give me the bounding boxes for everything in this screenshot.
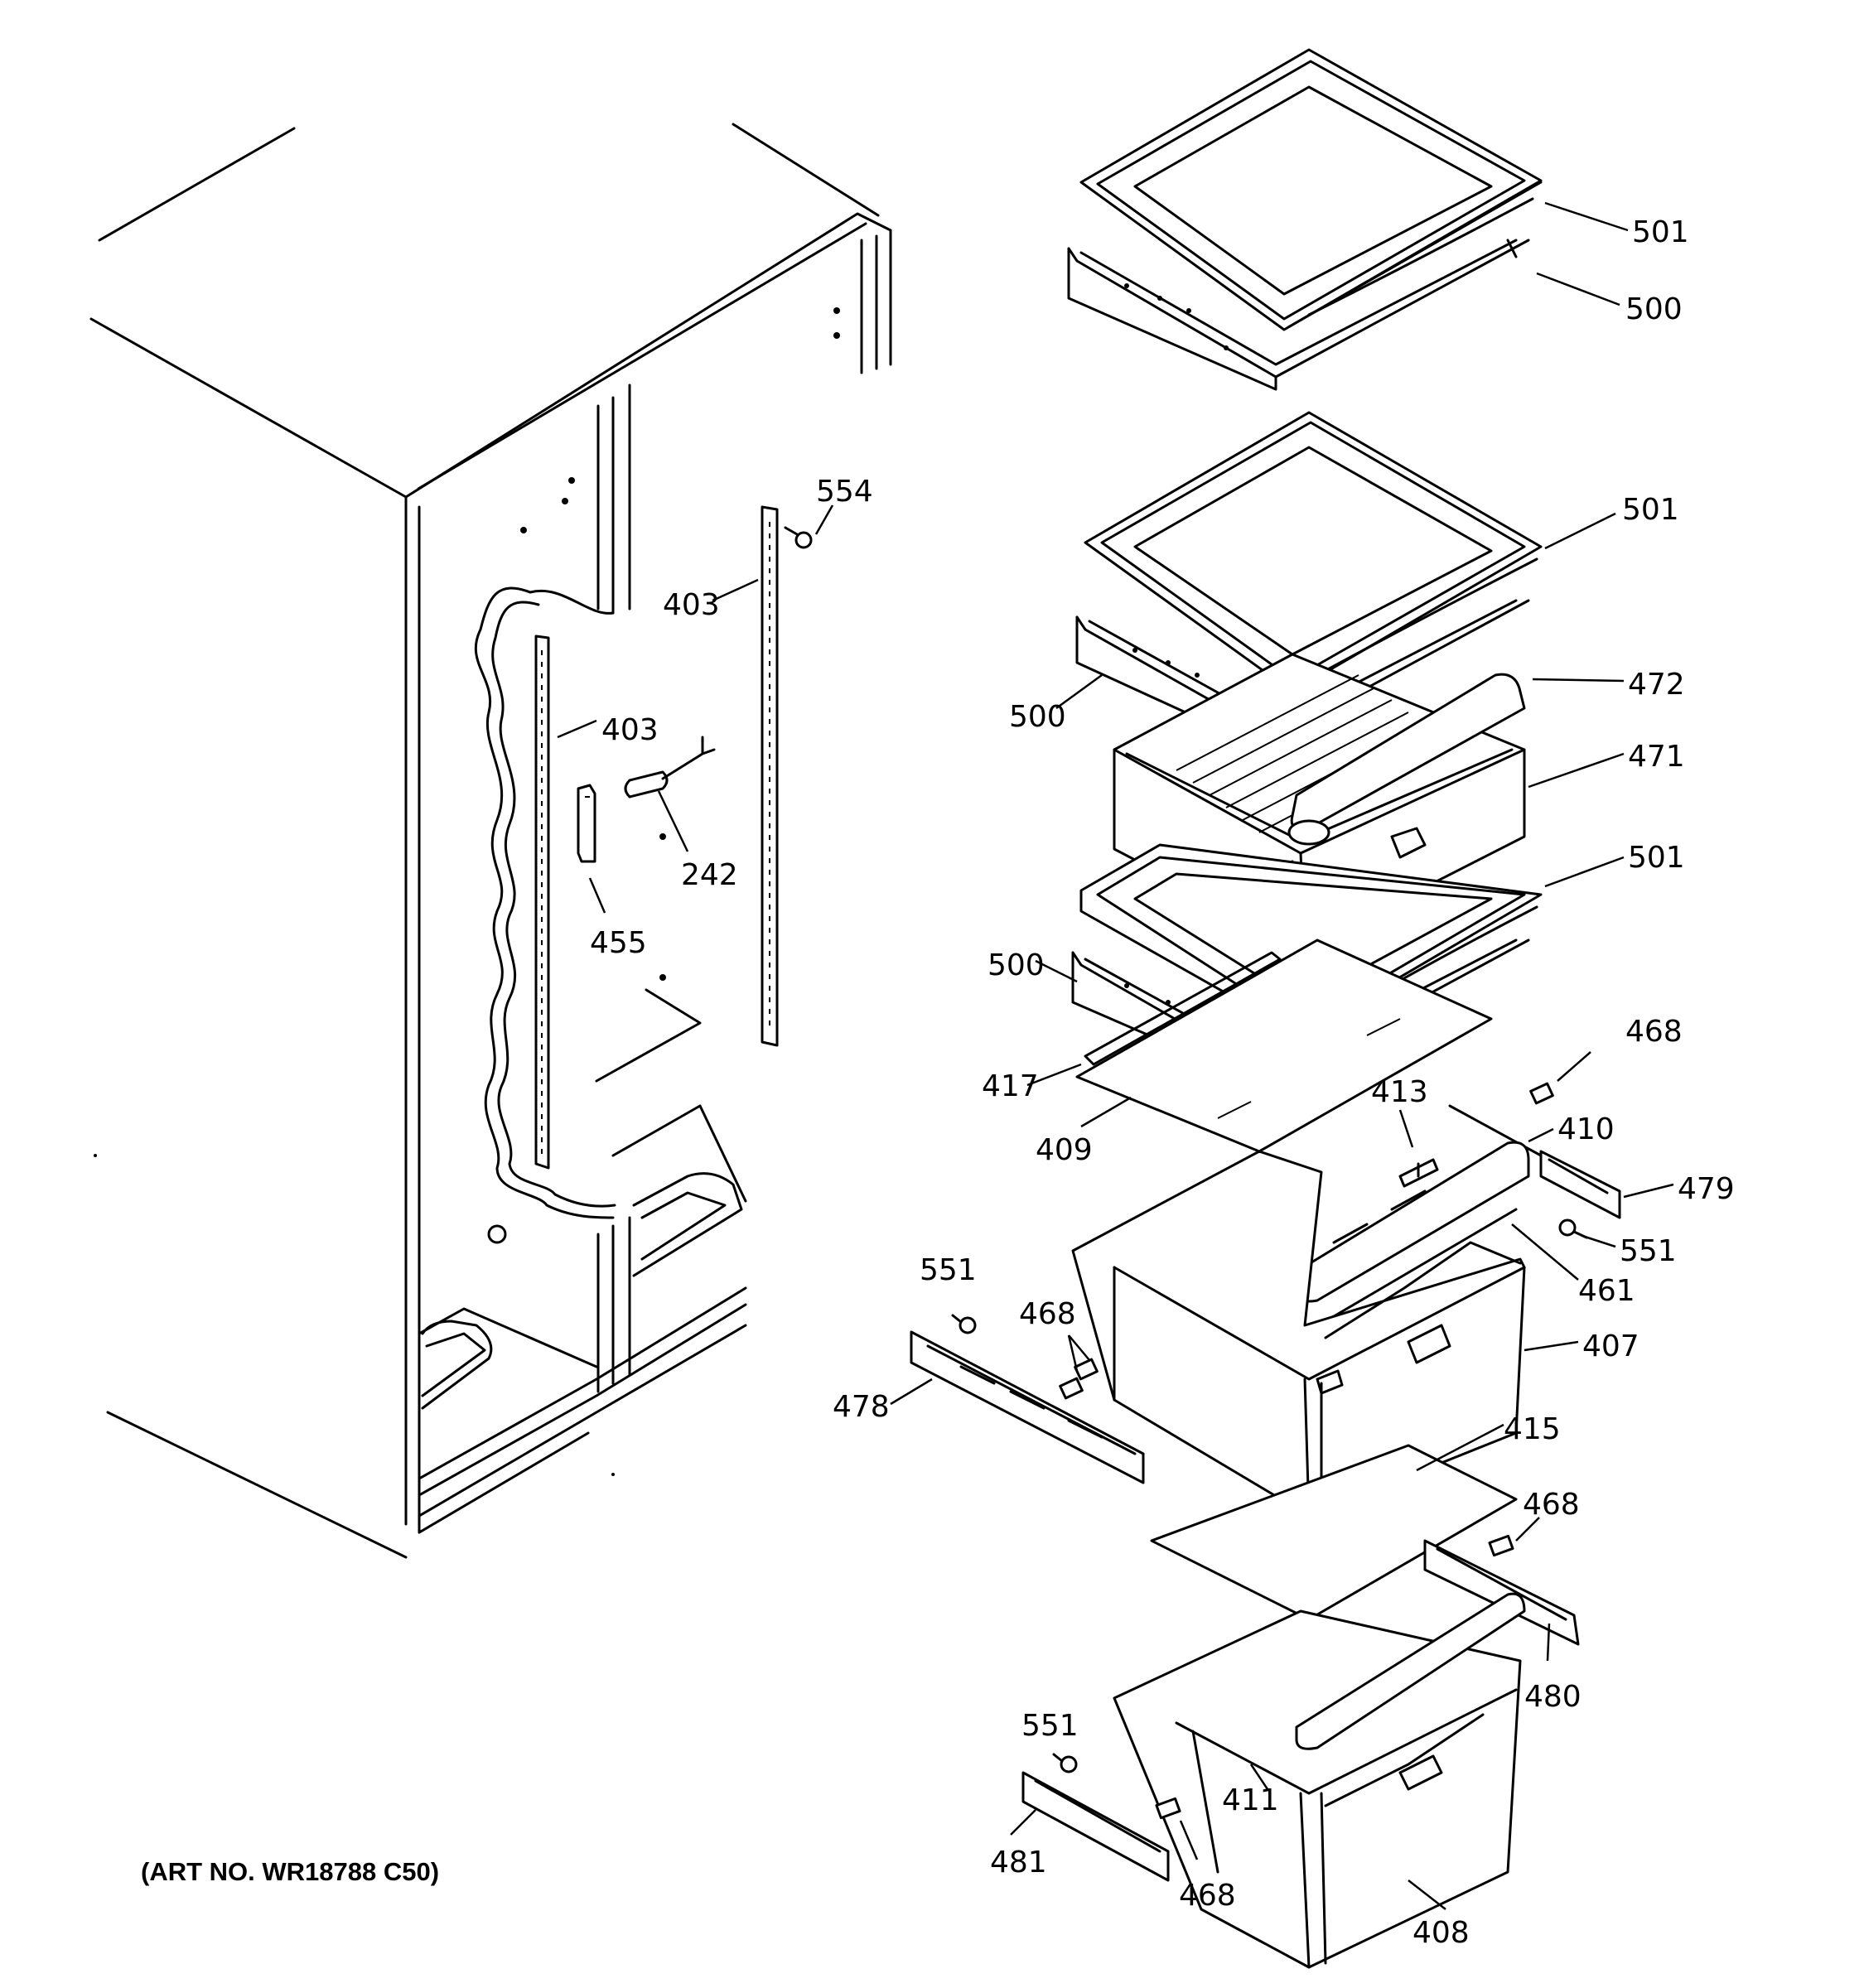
sensor-242 — [624, 736, 716, 799]
drawer-cover-411 — [1295, 1592, 1526, 1750]
callout-408: 408 — [1412, 1916, 1470, 1950]
callout-468-b: 468 — [1019, 1297, 1076, 1331]
callout-468-c: 468 — [1523, 1488, 1580, 1522]
drawer-slide-480 — [1423, 1534, 1580, 1646]
art-number-caption: (ART NO. WR18788 C50) — [141, 1857, 439, 1886]
shelf-frame-501-top — [1079, 48, 1543, 331]
screw-551-b — [951, 1314, 977, 1334]
callout-410: 410 — [1557, 1112, 1615, 1146]
callout-501-mid: 501 — [1622, 493, 1679, 527]
callout-461: 461 — [1578, 1274, 1635, 1308]
screw-551-c — [1052, 1753, 1078, 1773]
drawer-slide-481 — [1021, 1771, 1181, 1882]
drawer-slide-479 — [1448, 1082, 1621, 1219]
drawer-cover-410 — [1295, 1141, 1530, 1303]
crisper-pan-407 — [1071, 1150, 1526, 1518]
callout-551-a: 551 — [1620, 1234, 1677, 1268]
clip-468-left — [1059, 1358, 1099, 1400]
bracket-455 — [577, 784, 596, 863]
divider-413 — [1398, 1158, 1439, 1188]
snack-pan-cover-472 — [1287, 673, 1526, 846]
shelf-support-500-top — [1067, 239, 1530, 391]
callout-478: 478 — [833, 1390, 890, 1424]
callout-403-left: 403 — [601, 713, 659, 747]
callout-479: 479 — [1678, 1172, 1735, 1206]
screw-551-a — [1558, 1218, 1588, 1239]
trim-strip-417 — [1084, 951, 1282, 1066]
shelf-rail-right — [761, 505, 779, 1047]
leader-lines — [557, 201, 1674, 1910]
callout-471: 471 — [1628, 740, 1685, 774]
drawer-slide-478 — [910, 1330, 1145, 1484]
glass-415 — [1150, 1444, 1518, 1621]
callout-455: 455 — [590, 926, 647, 960]
callout-501-low: 501 — [1628, 841, 1685, 875]
callout-413: 413 — [1371, 1075, 1428, 1109]
shelf-frame-501-low — [1079, 843, 1543, 1037]
callout-407: 407 — [1582, 1329, 1639, 1363]
callout-481: 481 — [990, 1846, 1047, 1879]
callout-468-d: 468 — [1179, 1879, 1236, 1913]
callout-415: 415 — [1504, 1412, 1561, 1446]
crisper-pan-408 — [1113, 1609, 1522, 1969]
shelf-frame-501-mid — [1084, 411, 1543, 693]
callout-554: 554 — [816, 475, 873, 509]
screw-554 — [784, 526, 813, 549]
callout-500-low: 500 — [988, 948, 1045, 982]
callout-417: 417 — [982, 1069, 1039, 1103]
callout-551-c: 551 — [1021, 1709, 1079, 1743]
refrigerator-cabinet — [89, 123, 892, 1559]
callout-403-right: 403 — [663, 588, 720, 622]
callout-472: 472 — [1628, 668, 1685, 702]
callout-468-a: 468 — [1625, 1015, 1683, 1049]
callout-242: 242 — [681, 858, 738, 892]
glass-shelf-409 — [1075, 939, 1493, 1153]
callout-labels: 501 500 554 403 501 403 500 472 471 242 … — [590, 215, 1735, 1950]
callout-480: 480 — [1524, 1680, 1582, 1714]
callout-500-top: 500 — [1625, 292, 1683, 326]
callout-501-top: 501 — [1632, 215, 1689, 249]
callout-551-b: 551 — [920, 1253, 977, 1287]
shelf-rail-left — [534, 635, 550, 1170]
callout-409: 409 — [1036, 1133, 1093, 1167]
callout-411: 411 — [1222, 1783, 1279, 1817]
callout-500-mid: 500 — [1009, 700, 1066, 734]
